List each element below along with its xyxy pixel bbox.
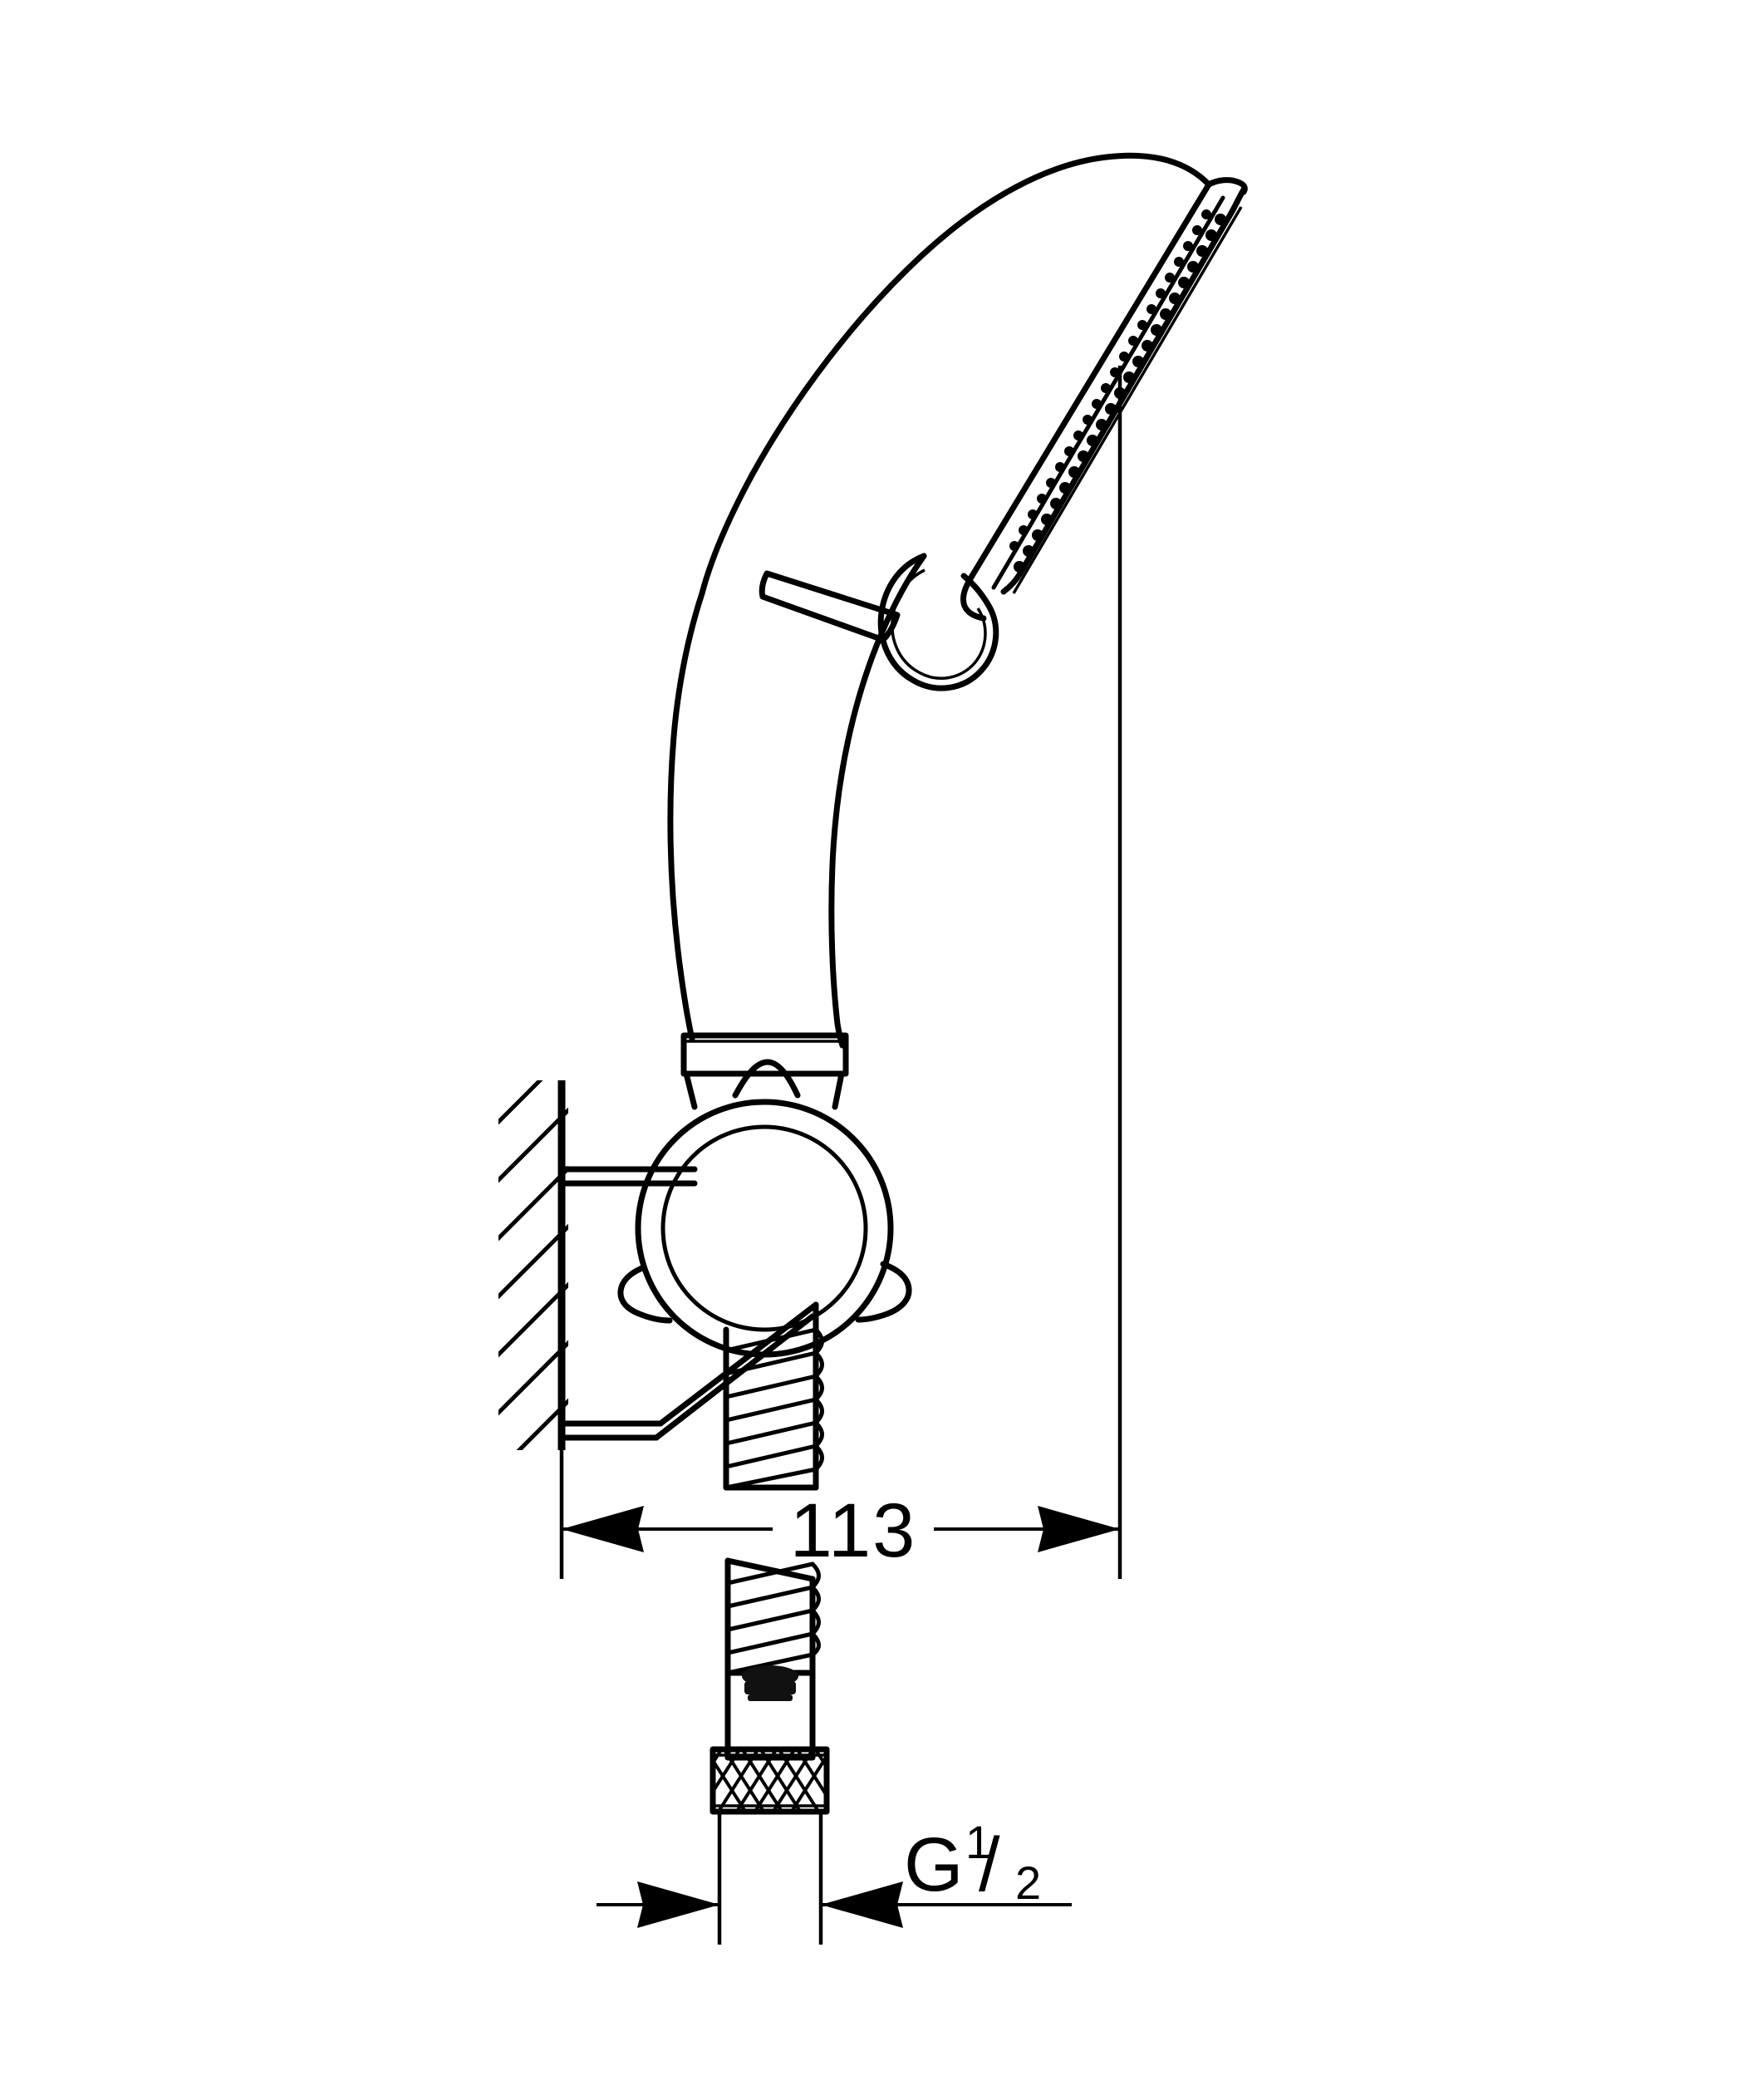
handle-bottom-section [683,1070,845,1110]
hanging-loop-outer [877,553,999,691]
dimension-g-half-arrow-right [821,1881,903,1928]
spray-face-outer-edge [969,181,1212,579]
handle-seat-tab [732,1059,801,1099]
hose-upper-helix [724,1327,818,1490]
shower-head [699,152,1248,691]
holder-ring-tab-right [855,1261,912,1323]
dimension-g-half-numerator: 1 [965,1816,991,1868]
wall-bracket-lower-arm [558,1420,664,1441]
brand-mark-icon [742,1665,798,1701]
dimension-g-half: G 1 / 2 [597,1816,1072,1928]
dimension-g-half-label-main: G [904,1822,965,1907]
wall-assembly [498,1080,819,1450]
shower-handle [667,553,927,1110]
dimension-113-arrow-left [562,1506,644,1552]
wall-hatching [498,1080,568,1450]
dimension-113: 113 [559,366,1122,1579]
shower-head-body-outline [699,152,1212,597]
handle-collar-upper [759,570,901,643]
holder-ring-tab-left [617,1264,673,1324]
knurled-nut-pattern [714,1751,826,1810]
spray-face-bevel-line-1 [991,195,1225,590]
spray-nozzle-cluster [1009,209,1226,573]
hose-lower-top-cut [724,1557,816,1582]
dimension-113-arrow-right [1038,1506,1120,1552]
spray-face-lower-tip [960,573,987,622]
handle-left-contour [667,590,705,1042]
spray-face-end-cap [1205,177,1248,195]
holder-ring-assembly [617,1099,912,1358]
hose-lower-helix [725,1561,815,1675]
dimension-g-half-arrow-left [637,1881,719,1928]
handle-right-contour [828,553,927,1049]
handle-base-collar [680,1032,849,1077]
dimension-g-half-separator: / [979,1822,1002,1907]
spray-face-bevel-line-2 [1012,206,1243,594]
knurled-nut-body [710,1746,830,1815]
holder-ring-inner [660,1124,868,1332]
dimension-113-label: 113 [790,1488,917,1573]
dimension-g-half-denominator: 2 [1015,1857,1041,1909]
hose-upper-helix-scallops [813,1327,824,1472]
holder-ring-outer [635,1099,894,1358]
hose-upper-segment [723,1301,824,1491]
hose-lower-segment [710,1557,830,1945]
